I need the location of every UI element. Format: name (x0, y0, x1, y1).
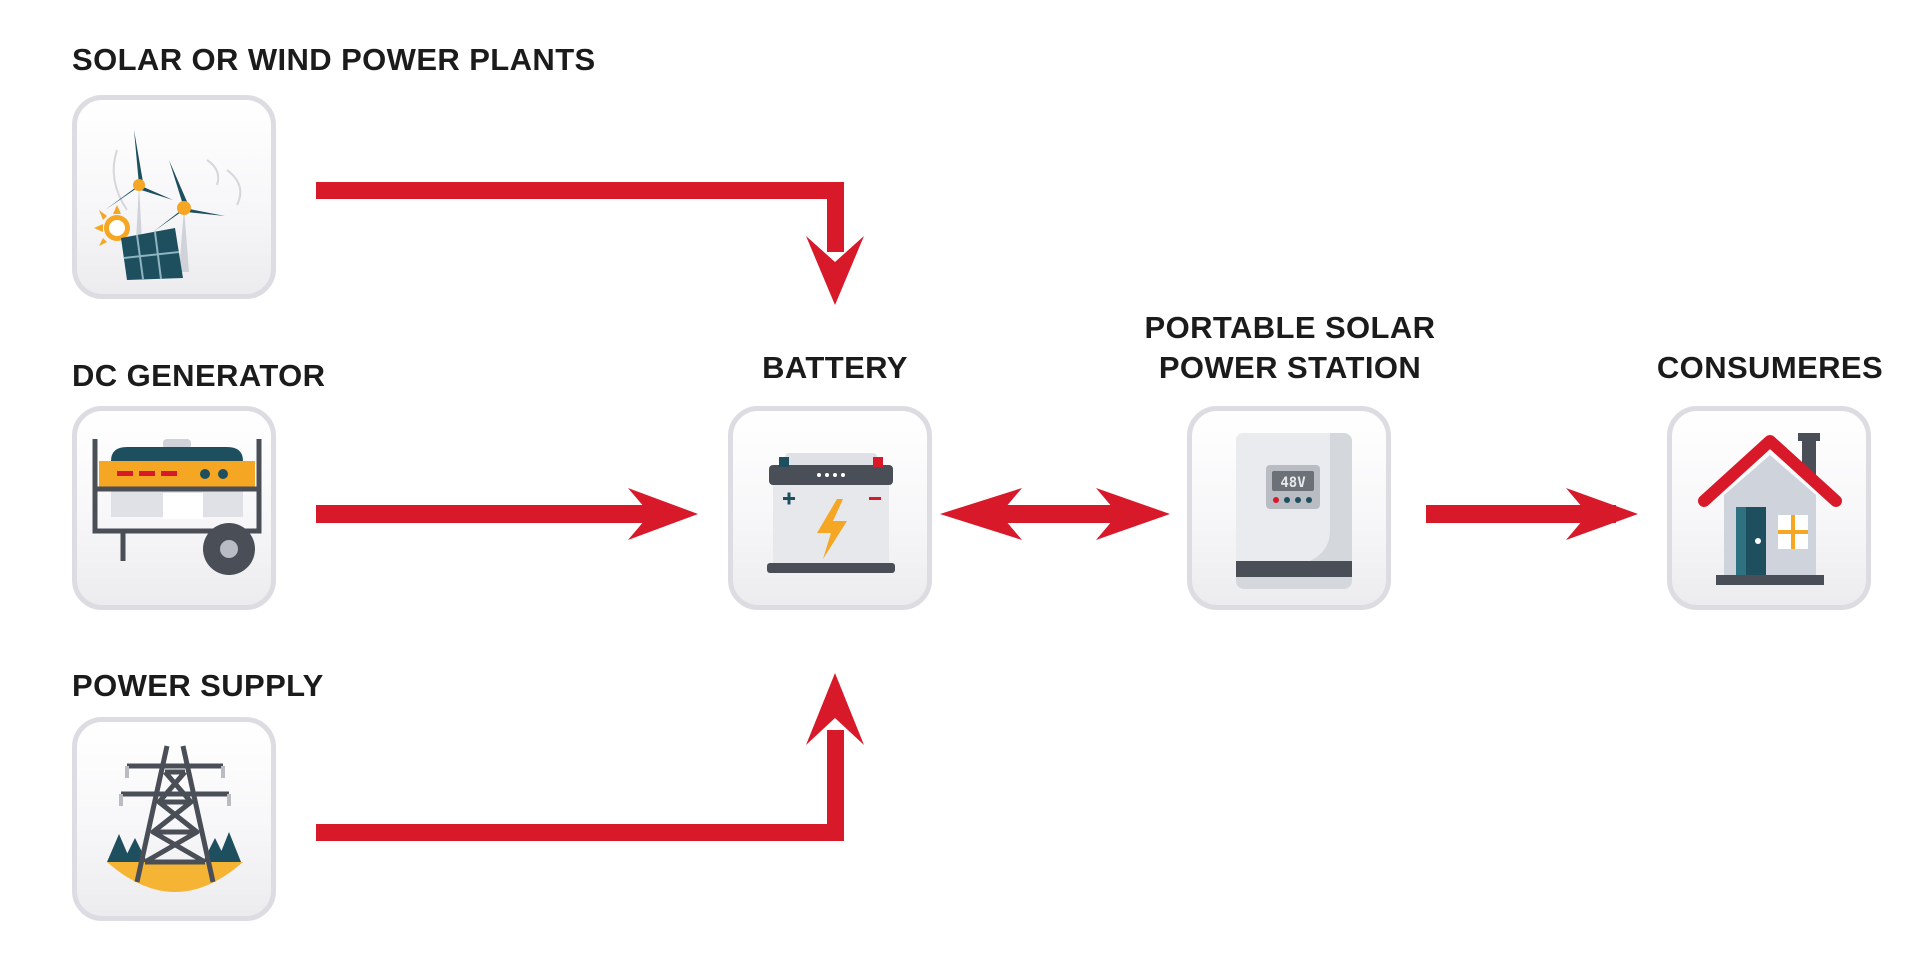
power-station-icon: 48V (1236, 433, 1352, 589)
solar-wind-label: SOLAR OR WIND POWER PLANTS (72, 42, 596, 77)
arrow-station-to-consumers (1426, 488, 1638, 540)
battery-tile (728, 406, 932, 610)
solar-wind-tile (72, 95, 276, 299)
arrow-generator-to-battery (316, 488, 698, 540)
generator-icon (92, 439, 262, 575)
arrow-battery-station-bidirectional (940, 488, 1170, 540)
station-label-line2: POWER STATION (1158, 350, 1422, 385)
station-label-line1: PORTABLE SOLAR (1144, 310, 1436, 345)
consumers-tile (1667, 406, 1871, 610)
house-icon (1698, 433, 1842, 585)
wind-turbine-solar-panel-icon (94, 130, 242, 280)
consumers-label: CONSUMERES (1656, 350, 1884, 385)
power-pylon-icon (107, 745, 243, 892)
car-battery-icon (767, 453, 895, 573)
dc-generator-tile (72, 406, 276, 610)
station-display-text: 48V (1280, 475, 1306, 491)
arrow-solar-to-battery (316, 182, 864, 305)
dc-generator-label: DC GENERATOR (72, 358, 326, 393)
battery-label: BATTERY (762, 350, 908, 385)
power-supply-tile (72, 717, 276, 921)
arrow-supply-to-battery (316, 673, 864, 841)
station-tile: 48V (1187, 406, 1391, 610)
power-supply-label: POWER SUPPLY (72, 668, 324, 703)
